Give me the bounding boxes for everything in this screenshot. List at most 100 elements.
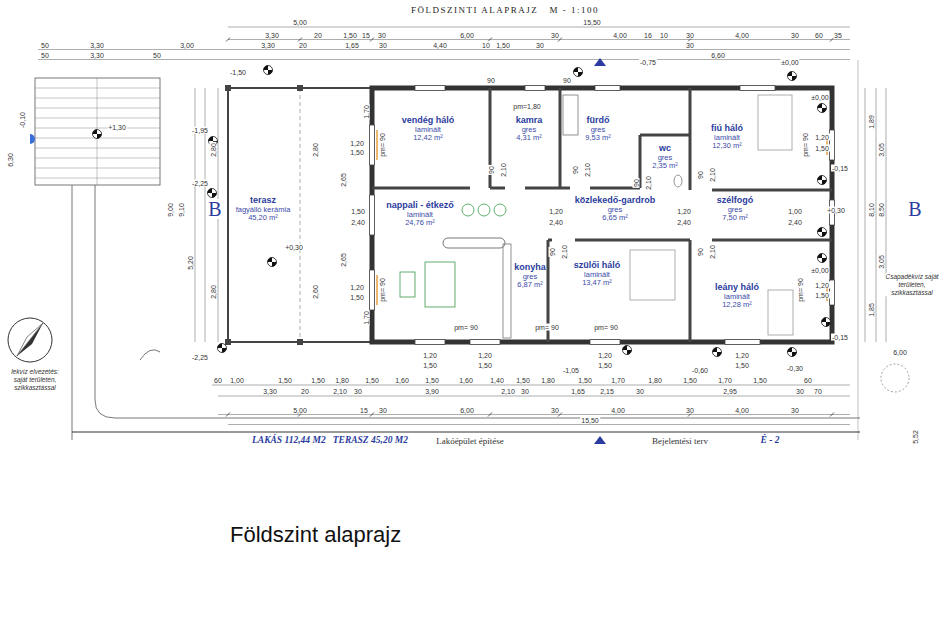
room-detail: gres xyxy=(583,126,612,135)
dimension-label: 30 xyxy=(790,407,800,414)
room-name: szélfogó xyxy=(715,195,756,205)
window xyxy=(590,340,620,345)
dimension-label: 15,50 xyxy=(580,417,600,424)
dimension-label: 20 xyxy=(313,32,323,39)
dimension-label: 6,00 xyxy=(459,407,475,414)
dimension-label: 90 xyxy=(633,178,640,188)
column xyxy=(297,85,303,91)
dimension-label: 1,50 xyxy=(349,149,365,156)
dimension-label: 1,00 xyxy=(787,208,803,215)
room-detail: 2,35 m² xyxy=(650,162,679,171)
dimension-line xyxy=(212,385,850,425)
dimension-label: 20 xyxy=(300,388,310,395)
dimension-label: 1,70 xyxy=(363,104,370,120)
dimension-label: 2,10 xyxy=(709,244,716,260)
dimension-label: 1,20 xyxy=(676,208,692,215)
room-label: kamragres4,31 m² xyxy=(514,115,545,145)
room-detail: 4,31 m² xyxy=(514,134,545,143)
dimension-label: pm= 90 xyxy=(453,324,479,331)
dimension-label: 1,50 xyxy=(349,294,365,301)
dimension-label: 1,60 xyxy=(458,377,474,384)
room-label: wcgres2,35 m² xyxy=(650,143,679,173)
section-arrow xyxy=(594,58,606,66)
dimension-label: 1,50 xyxy=(350,208,366,215)
dimension-label: 2,80 xyxy=(210,284,217,300)
column xyxy=(225,85,231,91)
room-detail: gres xyxy=(650,154,679,163)
dimension-label: pm= 90 xyxy=(802,132,809,158)
dimension-line xyxy=(195,88,886,342)
walls xyxy=(372,88,832,342)
dimension-label: 1,50 xyxy=(364,377,380,384)
dimension-label: -1,95 xyxy=(191,127,209,134)
dimension-label: 30 xyxy=(550,32,560,39)
chair xyxy=(494,204,506,216)
dimension-label: 2,40 xyxy=(787,219,803,226)
window xyxy=(830,280,835,305)
room-label: konyhagres6,87 m² xyxy=(512,262,548,292)
dimension-label: 3,30 xyxy=(89,42,105,49)
room-detail: gres xyxy=(573,206,658,215)
dimension-label: 2,40 xyxy=(350,219,366,226)
dimension-label: ±0,00 xyxy=(810,267,829,274)
dimension-line xyxy=(38,27,850,60)
room-name: kamra xyxy=(514,115,545,125)
room-detail: 13,47 m² xyxy=(572,279,623,288)
window xyxy=(525,86,545,91)
boundary-line xyxy=(858,60,859,440)
compass xyxy=(8,318,52,362)
dimension-label: 3,30 xyxy=(264,32,280,39)
dimension-label: 5,00 xyxy=(292,407,308,414)
chair xyxy=(478,204,490,216)
dimension-label: 8,10 xyxy=(868,202,875,218)
dining-table xyxy=(443,238,505,248)
window xyxy=(370,270,375,310)
dimension-label: 4,00 xyxy=(610,407,626,414)
dimension-label: +1,30 xyxy=(107,124,127,131)
level-marker xyxy=(818,176,827,185)
dimension-label: 10 xyxy=(481,42,491,49)
note-text: Csapadékvíz saját területen, szikkasztás… xyxy=(879,273,945,296)
room-name: konyha xyxy=(512,262,548,272)
windows xyxy=(370,86,835,345)
dimension-label: 3,05 xyxy=(878,142,885,158)
dimension-label: 30 xyxy=(790,32,800,39)
window xyxy=(725,340,760,345)
dimension-label: 5,00 xyxy=(292,19,308,26)
window xyxy=(595,86,620,91)
level-marker xyxy=(208,189,217,198)
window xyxy=(370,125,375,165)
dimension-label: 3,05 xyxy=(878,254,885,270)
drain-mark xyxy=(30,134,35,144)
dimension-label: 2,10 xyxy=(500,162,507,178)
dimension-label: 1,40 xyxy=(489,377,505,384)
bathtub xyxy=(563,95,578,135)
dimension-label: 90 xyxy=(486,77,496,84)
chair xyxy=(462,204,474,216)
room-detail: 12,28 m² xyxy=(713,301,761,310)
room-label: fiú hálólaminált12,30 m² xyxy=(709,123,745,153)
driveway-line xyxy=(95,185,860,418)
site-elements xyxy=(594,58,909,444)
drain-curve xyxy=(140,350,160,360)
dimension-label: 1,50 xyxy=(342,32,358,39)
compass-ring xyxy=(8,318,52,362)
room-label: fürdőgres9,53 m² xyxy=(583,115,612,145)
dimension-label: 3,00 xyxy=(179,42,195,49)
room-name: fiú háló xyxy=(709,123,745,133)
dimension-label: 1,50 xyxy=(477,362,493,369)
plan-caption: Földszint alaprajz xyxy=(230,522,401,548)
dimension-label: 10 xyxy=(659,32,669,39)
room-detail: 45,20 m² xyxy=(234,214,293,223)
dimension-label: -2,25 xyxy=(191,354,209,361)
dimension-label: 1,50 xyxy=(515,377,531,384)
dimension-label: 15 xyxy=(359,407,369,414)
dimension-label: 2,40 xyxy=(676,219,692,226)
dimension-label: 1,50 xyxy=(577,377,593,384)
dimension-label: pm= 90 xyxy=(534,324,560,331)
plant xyxy=(881,364,909,392)
dimension-label: 1,50 xyxy=(814,145,830,152)
dimension-label: 15 xyxy=(361,32,371,39)
title-block-text: Bejelentési terv xyxy=(651,437,709,446)
dimension-label: ±0,00 xyxy=(780,59,799,66)
